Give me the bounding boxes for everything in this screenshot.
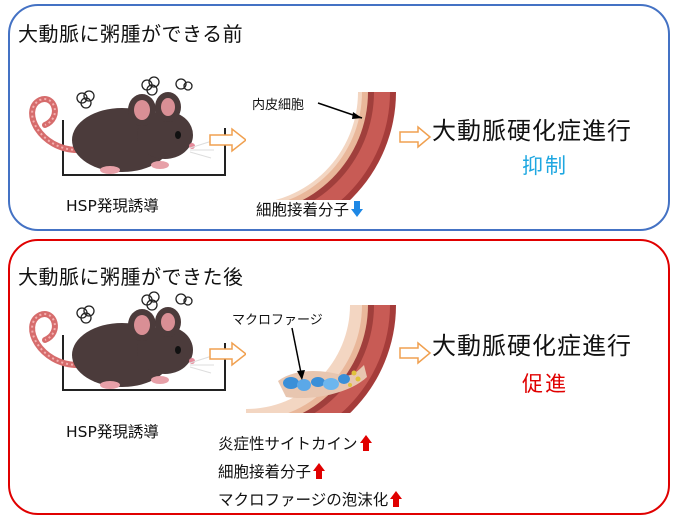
result-text-top: 大動脈硬化症進行 xyxy=(432,117,632,145)
endothelial-cell-label: 内皮細胞 xyxy=(252,98,305,113)
macrophage-cells xyxy=(283,370,361,391)
adhesion-molecule-label: 細胞接着分子 xyxy=(256,201,350,219)
effect-suppress: 抑制 xyxy=(522,154,568,178)
artery-cross-section-bottom xyxy=(246,305,396,413)
up-arrow-icon xyxy=(313,463,326,479)
mouse-caption-top: HSP発現誘導 xyxy=(66,197,159,215)
up-arrow-icon xyxy=(359,435,372,451)
result-text-bottom: 大動脈硬化症進行 xyxy=(432,332,632,360)
down-arrow-icon xyxy=(351,201,364,217)
flow-arrow-icon xyxy=(209,127,248,153)
artery-cross-section-top xyxy=(246,92,396,200)
flow-arrow-icon xyxy=(209,341,248,367)
effect-promote: 促進 xyxy=(522,372,568,396)
flow-arrow-icon xyxy=(399,125,432,149)
mouse-top xyxy=(29,76,226,176)
flow-arrow-icon xyxy=(399,341,432,365)
changes-list: 炎症性サイトカイン 細胞接着分子 マクロファージの泡沫化 xyxy=(218,430,403,514)
panel-bottom-title: 大動脈に粥腫ができた後 xyxy=(18,265,244,289)
adhesion-molecule-text-top: 細胞接着分子 xyxy=(256,198,364,220)
mouse-caption-bottom: HSP発現誘導 xyxy=(66,423,159,441)
up-arrow-icon xyxy=(390,491,403,507)
change-item: 細胞接着分子 xyxy=(218,458,402,486)
change-item: 炎症性サイトカイン xyxy=(218,430,402,458)
macrophage-label: マクロファージ xyxy=(232,313,323,328)
panel-top-title: 大動脈に粥腫ができる前 xyxy=(18,22,244,46)
change-item: マクロファージの泡沫化 xyxy=(218,486,403,514)
